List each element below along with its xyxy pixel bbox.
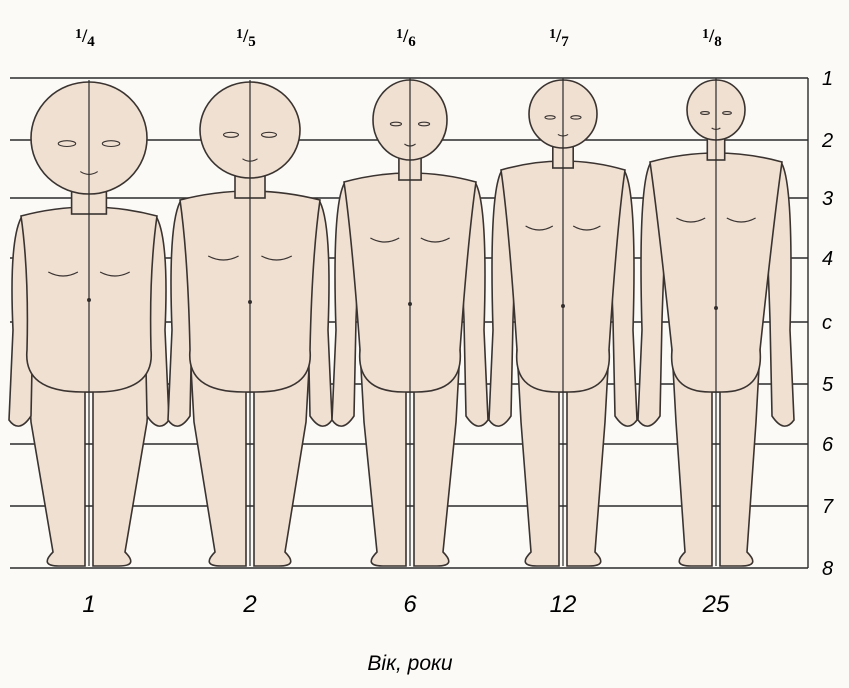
head-ratio-label: 1/5 — [236, 26, 256, 50]
age-label: 6 — [403, 591, 417, 618]
ratio-numerator: 1 — [549, 27, 556, 42]
age-label: 2 — [242, 591, 256, 618]
row-label-1: 1 — [822, 68, 833, 90]
head-ratio-label: 1/7 — [549, 26, 569, 50]
ratio-numerator: 1 — [396, 27, 403, 42]
age-label: 1 — [82, 591, 95, 618]
ratio-denominator: 7 — [561, 34, 569, 50]
age-label: 12 — [550, 591, 577, 618]
ratio-denominator: 4 — [87, 34, 95, 50]
head-ratio-label: 1/4 — [75, 26, 95, 50]
figure-age-6 — [332, 78, 488, 566]
row-label-6: 5 — [822, 374, 834, 396]
ratio-denominator: 8 — [714, 34, 722, 50]
ratio-numerator: 1 — [236, 27, 243, 42]
figure-age-25 — [638, 78, 794, 566]
row-label-8: 7 — [822, 496, 834, 518]
figure-age-12 — [489, 78, 637, 566]
row-label-7: 6 — [822, 434, 834, 456]
figures-group — [9, 78, 794, 566]
ratio-numerator: 1 — [75, 27, 82, 42]
row-label-4: 4 — [822, 248, 833, 270]
ratio-denominator: 5 — [248, 34, 256, 50]
ratio-denominator: 6 — [408, 34, 416, 50]
age-axis-label: Вік, роки — [367, 652, 453, 675]
figure-age-2 — [168, 80, 332, 566]
row-label-3: 3 — [822, 188, 833, 210]
head-ratio-label: 1/8 — [702, 26, 722, 50]
head-ratio-label: 1/6 — [396, 26, 416, 50]
row-label-9: 8 — [822, 558, 833, 580]
ratio-numerator: 1 — [702, 27, 709, 42]
figure-age-1 — [9, 80, 169, 566]
row-label-5: c — [822, 312, 832, 334]
row-label-2: 2 — [821, 130, 833, 152]
age-label: 25 — [702, 591, 730, 618]
